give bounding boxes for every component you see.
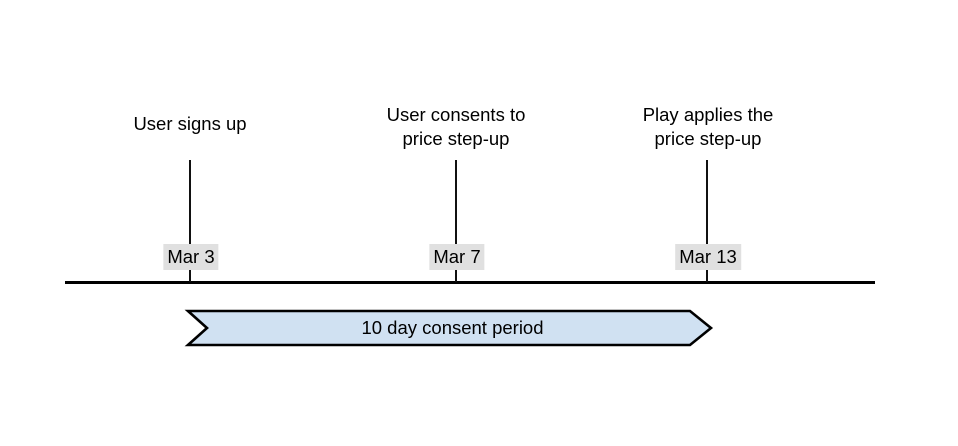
- event-tick-apply: [706, 160, 708, 282]
- event-label-apply: Play applies the price step-up: [642, 104, 774, 149]
- event-tick-signup: [189, 160, 191, 282]
- event-date-apply: Mar 13: [675, 244, 741, 270]
- event-label-signup: User signs up: [133, 113, 247, 134]
- consent-period-banner: 10 day consent period: [187, 310, 712, 346]
- event-label-consent: User consents to price step-up: [386, 104, 526, 149]
- event-date-consent: Mar 7: [429, 244, 485, 270]
- banner-arrow-shape: [187, 310, 712, 346]
- event-date-signup: Mar 3: [163, 244, 219, 270]
- timeline-axis: [65, 281, 875, 284]
- event-tick-consent: [455, 160, 457, 282]
